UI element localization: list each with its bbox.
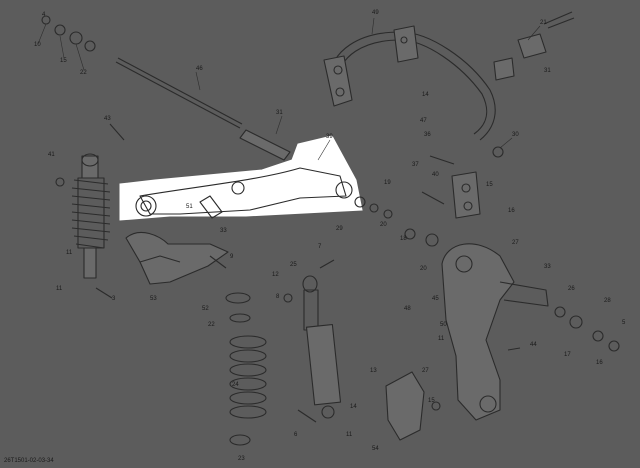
callout-49: 49 (372, 10, 379, 16)
callout-43: 43 (104, 116, 111, 122)
callout-54: 54 (372, 446, 379, 452)
callout-33: 33 (220, 228, 227, 234)
callout-50: 50 (440, 322, 447, 328)
callout-29: 29 (336, 226, 343, 232)
callout-8: 8 (276, 294, 280, 300)
callout-27: 27 (422, 368, 429, 374)
callout-33b: 33 (544, 264, 551, 270)
callout-6: 6 (294, 432, 298, 438)
callout-22: 22 (80, 70, 87, 76)
callout-46: 46 (196, 66, 203, 72)
callout-51: 51 (186, 204, 193, 210)
mounting-bracket (451, 171, 481, 219)
callout-11d: 11 (66, 250, 73, 256)
callout-12: 12 (272, 272, 279, 278)
center-shock-absorber (302, 275, 342, 419)
callout-30: 30 (512, 132, 519, 138)
left-shock-absorber (71, 153, 111, 279)
callout-15: 15 (60, 58, 67, 64)
guard-plate (125, 231, 229, 285)
callout-14: 14 (350, 404, 357, 410)
callout-31: 31 (276, 110, 283, 116)
callout-15c: 15 (486, 182, 493, 188)
callout-37: 37 (412, 162, 419, 168)
callout-3: 3 (112, 296, 116, 302)
callout-28: 28 (604, 298, 611, 304)
callout-27b: 27 (512, 240, 519, 246)
callout-41: 41 (48, 152, 55, 158)
callout-4: 4 (42, 12, 46, 18)
callout-19: 19 (384, 180, 391, 186)
sway-bar-bushings (493, 11, 575, 81)
callout-53: 53 (150, 296, 157, 302)
callout-45: 45 (432, 296, 439, 302)
callout-21: 21 (540, 20, 547, 26)
callout-23: 23 (238, 456, 245, 462)
pivot-shaft (115, 57, 291, 161)
callout-40: 40 (432, 172, 439, 178)
callout-39: 39 (326, 134, 333, 140)
callout-15b: 15 (428, 398, 435, 404)
callout-25: 25 (290, 262, 297, 268)
callout-36: 36 (424, 132, 431, 138)
document-code: 26T1501-02-03-34 (4, 458, 54, 464)
callout-11c: 11 (438, 336, 445, 342)
callout-16b: 16 (596, 360, 603, 366)
callout-11: 11 (56, 286, 63, 292)
spindle-bracket (385, 371, 425, 441)
callout-44: 44 (530, 342, 537, 348)
callout-labels: 10 4 15 22 46 31 39 49 21 31 30 41 43 11… (34, 10, 626, 462)
a-arm-highlight (119, 135, 363, 221)
trailing-arm (441, 243, 549, 421)
callout-47: 47 (420, 118, 427, 124)
callout-leaders (37, 17, 541, 161)
callout-17: 17 (564, 352, 571, 358)
callout-13: 13 (370, 368, 377, 374)
callout-14b: 14 (422, 92, 429, 98)
callout-9: 9 (230, 254, 234, 260)
callout-26: 26 (568, 286, 575, 292)
callout-10: 10 (34, 42, 41, 48)
callout-16: 16 (508, 208, 515, 214)
callout-7: 7 (318, 244, 322, 250)
callout-18: 18 (400, 236, 407, 242)
callout-31b: 31 (544, 68, 551, 74)
callout-22b: 22 (208, 322, 215, 328)
bolts (95, 123, 521, 423)
callout-5: 5 (622, 320, 626, 326)
callout-24: 24 (232, 382, 239, 388)
callout-20b: 20 (420, 266, 427, 272)
callout-20: 20 (380, 222, 387, 228)
callout-48: 48 (404, 306, 411, 312)
callout-52: 52 (202, 306, 209, 312)
sway-bar (323, 25, 496, 141)
callout-11b: 11 (346, 432, 353, 438)
coil-spring (225, 292, 267, 446)
